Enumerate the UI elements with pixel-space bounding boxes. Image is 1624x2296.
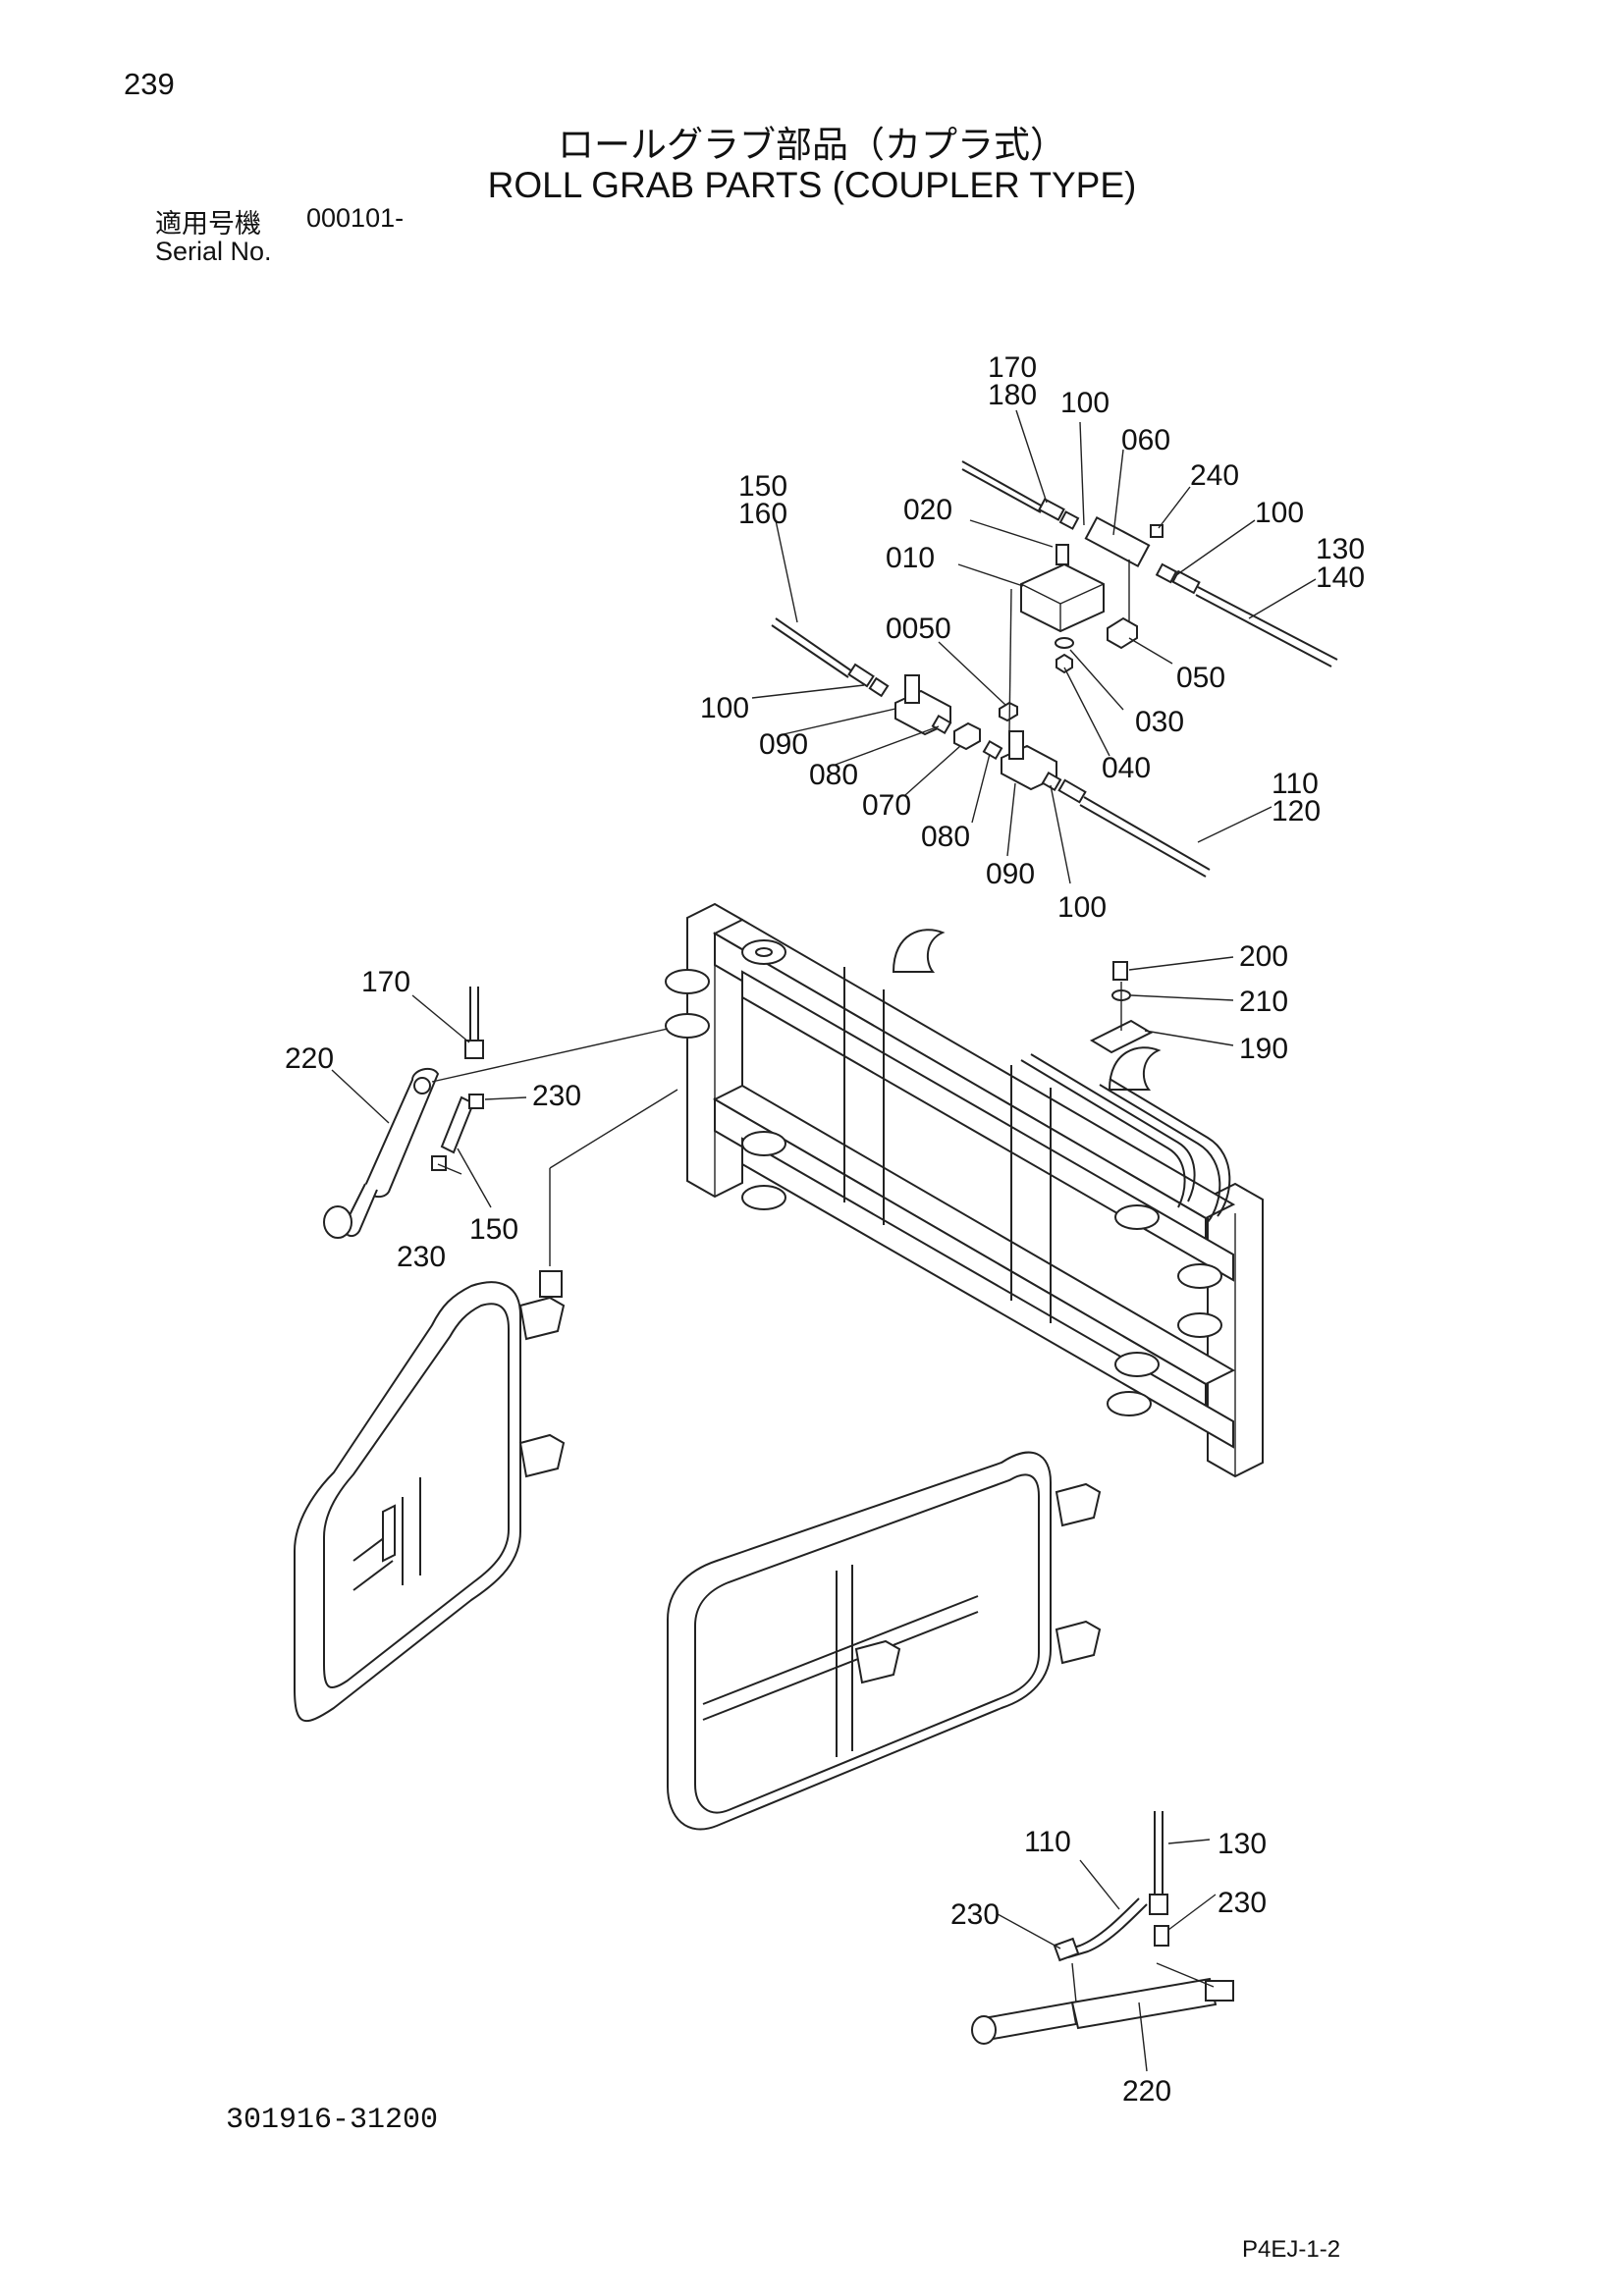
callout-100: 100 bbox=[1255, 497, 1304, 529]
left-grab-arm bbox=[294, 1281, 566, 1723]
callout-230: 230 bbox=[397, 1241, 446, 1273]
callout-060: 060 bbox=[1121, 424, 1170, 456]
callout-090: 090 bbox=[986, 858, 1035, 890]
callout-080: 080 bbox=[921, 821, 970, 853]
callout-010: 010 bbox=[886, 542, 935, 574]
callout-140: 140 bbox=[1316, 561, 1365, 594]
serial-label-english: Serial No. bbox=[155, 237, 272, 266]
callout-150: 150 bbox=[738, 470, 787, 503]
bushing bbox=[539, 1270, 563, 1298]
callout-100: 100 bbox=[1057, 891, 1107, 924]
callout-210: 210 bbox=[1239, 986, 1288, 1018]
callout-240: 240 bbox=[1190, 459, 1239, 492]
callout-220: 220 bbox=[1122, 2075, 1171, 2108]
callout-110: 110 bbox=[1272, 768, 1319, 800]
callout-110: 110 bbox=[1024, 1826, 1071, 1858]
callout-220: 220 bbox=[285, 1042, 334, 1075]
callout-090: 090 bbox=[759, 728, 808, 761]
callout-120: 120 bbox=[1272, 795, 1321, 828]
leader-lines-frame bbox=[1128, 956, 1234, 1046]
callout-190: 190 bbox=[1239, 1033, 1288, 1065]
callout-070: 070 bbox=[862, 789, 911, 822]
callout-020: 020 bbox=[903, 494, 952, 526]
callout-230: 230 bbox=[1218, 1887, 1267, 1919]
callout-170: 170 bbox=[988, 351, 1037, 384]
left-cylinder-assembly bbox=[323, 987, 678, 1266]
callout-160: 160 bbox=[738, 498, 787, 530]
right-grab-arm bbox=[667, 1451, 1102, 1831]
callout-100: 100 bbox=[700, 692, 749, 724]
page-number: 239 bbox=[124, 67, 175, 101]
callout-030: 030 bbox=[1135, 706, 1184, 738]
serial-number-value: 000101- bbox=[306, 203, 405, 233]
part-callouts: 170 180 100 060 240 100 130 140 150 160 … bbox=[285, 351, 1365, 2108]
callout-180: 180 bbox=[988, 379, 1037, 411]
callout-130: 130 bbox=[1316, 533, 1365, 565]
callout-230: 230 bbox=[532, 1080, 581, 1112]
callout-170: 170 bbox=[361, 966, 410, 998]
callout-080: 080 bbox=[809, 759, 858, 791]
carriage-frame bbox=[665, 902, 1264, 1478]
callout-230: 230 bbox=[950, 1898, 1000, 1931]
callout-0050: 0050 bbox=[886, 613, 951, 645]
callout-130: 130 bbox=[1218, 1828, 1267, 1860]
leader-lines-left-cylinder bbox=[331, 994, 527, 1208]
page-title-japanese: ロールグラブ部品（カプラ式） bbox=[558, 124, 1066, 166]
bottom-cylinder-assembly bbox=[971, 1811, 1234, 2045]
drawing-number: 301916-31200 bbox=[226, 2104, 439, 2137]
page-title-english: ROLL GRAB PARTS (COUPLER TYPE) bbox=[487, 165, 1137, 205]
leader-lines-bottom-cylinder bbox=[997, 1839, 1217, 2072]
hose-fitting-assembly bbox=[771, 460, 1338, 878]
callout-150: 150 bbox=[469, 1213, 518, 1246]
callout-050: 050 bbox=[1176, 662, 1225, 694]
callout-100: 100 bbox=[1060, 387, 1110, 419]
sheet-code: P4EJ-1-2 bbox=[1242, 2236, 1341, 2263]
serial-label-japanese: 適用号機 bbox=[155, 209, 261, 240]
callout-200: 200 bbox=[1239, 940, 1288, 973]
leader-lines-top bbox=[751, 409, 1317, 884]
callout-040: 040 bbox=[1102, 752, 1151, 784]
